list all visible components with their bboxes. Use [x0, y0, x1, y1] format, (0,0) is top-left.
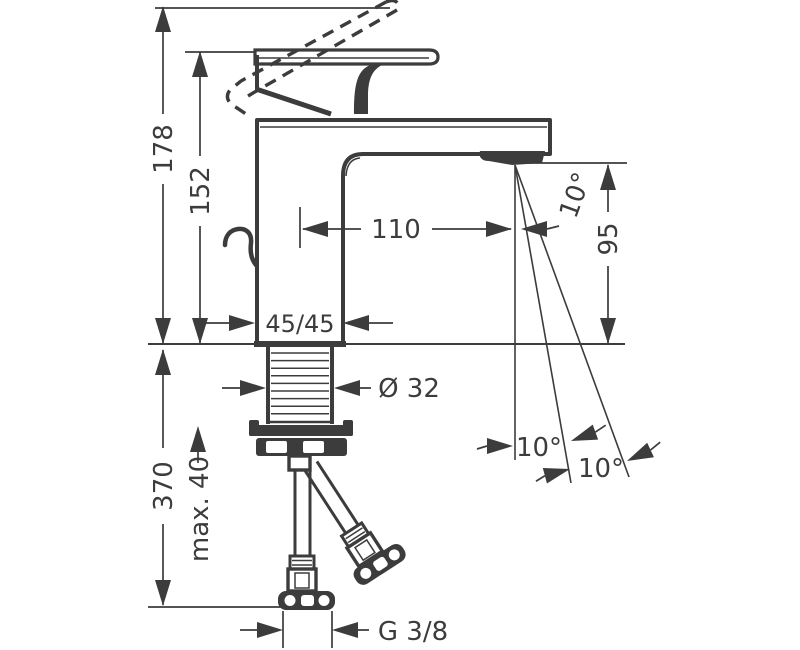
dimension-152: 152 [186, 51, 216, 344]
dim-label-110: 110 [371, 215, 421, 245]
g38-nut-vertical [278, 591, 335, 610]
faucet [222, 0, 552, 347]
mounting-flange [249, 420, 353, 436]
dimension-45-45: 45/45 [206, 310, 393, 338]
dim-label-178: 178 [149, 124, 179, 174]
dim-label-152: 152 [186, 166, 216, 216]
threaded-shank [266, 346, 334, 424]
dimension-178: 178 [149, 6, 179, 344]
dimensions: 178 152 370 max. 40 110 [149, 6, 661, 647]
supply-hose-angled [303, 460, 406, 585]
dim-label-g38: G 3/8 [378, 617, 448, 647]
dim-label-370: 370 [149, 461, 179, 511]
dim-label-angle-mid: 10° [516, 433, 562, 463]
spout-aerator [479, 151, 545, 165]
mounting-nut [256, 438, 347, 456]
handle-cap-front-edge [255, 86, 332, 117]
thread-hatching [271, 352, 329, 415]
dim-label-angle-outer: 10° [578, 454, 624, 484]
supply-hose-vertical [278, 470, 335, 610]
faucet-handle [253, 48, 440, 117]
dimension-g38: G 3/8 [240, 617, 448, 647]
dimension-diameter-32: Ø 32 [222, 374, 440, 404]
hose-fitting [287, 454, 312, 472]
dim-label-45-45: 45/45 [265, 310, 334, 338]
angle-label-top: 10° [521, 169, 598, 237]
below-deck-hardware [249, 346, 406, 610]
angle-label-outer: 10° [535, 441, 661, 484]
popup-rod-hook [222, 226, 259, 268]
dim-label-95: 95 [594, 222, 624, 255]
dim-label-diameter-32: Ø 32 [378, 374, 440, 404]
water-jet-lines [514, 164, 630, 484]
handle-raised-dashed-outline [225, 0, 400, 116]
g38-extension-lines [282, 611, 333, 648]
dimension-95: 95 [594, 164, 624, 344]
handle-neck [354, 63, 382, 114]
dimension-110: 110 [299, 207, 512, 248]
angle-label-mid: 10° [476, 424, 607, 463]
jet-line-10deg [514, 164, 572, 484]
handle-lever-bar [253, 48, 440, 66]
jet-line-20deg [514, 164, 630, 478]
faucet-body-outline [255, 118, 552, 345]
g38-nut-angled [353, 543, 406, 585]
dimension-370: 370 [149, 349, 179, 606]
dimension-max-40: max. 40 [185, 426, 215, 562]
dim-label-max-40: max. 40 [185, 456, 215, 562]
spout-fillet-highlight [345, 157, 361, 177]
dim-label-angle-top: 10° [554, 169, 598, 223]
